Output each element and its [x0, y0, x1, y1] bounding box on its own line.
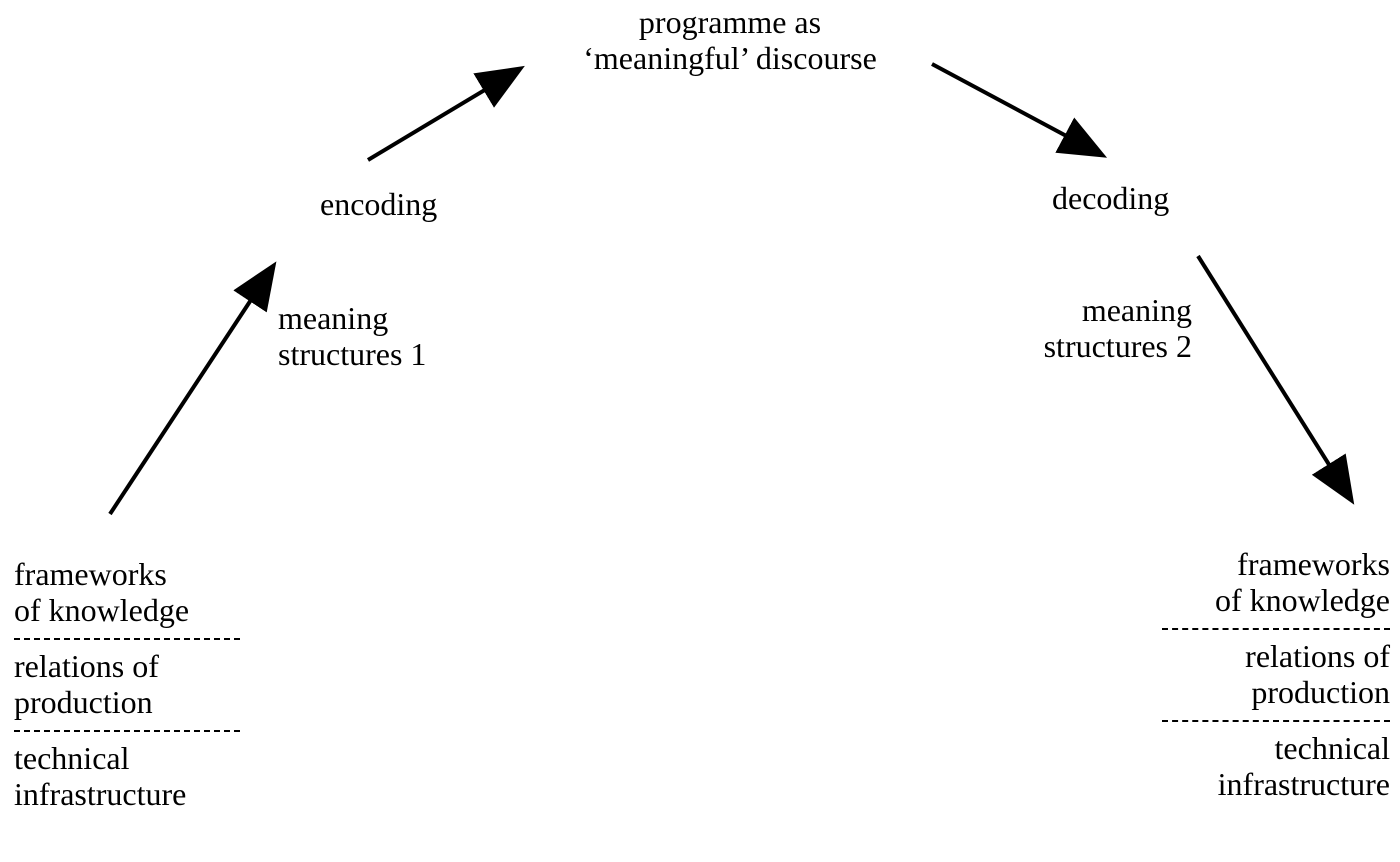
left-technical-line-1: technical	[14, 740, 130, 776]
left-divider-2	[14, 730, 240, 732]
encoding-label: encoding	[320, 186, 438, 222]
left-divider-1	[14, 638, 240, 640]
meaning-structures-2-line-1: meaning	[1081, 292, 1192, 328]
right-divider-2	[1162, 720, 1390, 722]
programme-line-2: ‘meaningful’ discourse	[583, 40, 877, 76]
left-relations-line-1: relations of	[14, 648, 159, 684]
meaning-structures-1-line-2: structures 1	[278, 336, 427, 372]
meaning-structures-2-line-2: structures 2	[1043, 328, 1192, 364]
left-structure-stack: frameworks of knowledge relations of pro…	[14, 556, 240, 812]
right-technical-line-1: technical	[1274, 730, 1390, 766]
left-relations-block: relations of production	[14, 648, 240, 720]
right-relations-line-1: relations of	[1245, 638, 1390, 674]
arrow-decoding-to-infrastructure	[1196, 254, 1355, 505]
programme-discourse-label: programme as ‘meaningful’ discourse	[520, 4, 940, 76]
right-technical-block: technical infrastructure	[1162, 730, 1390, 802]
left-frameworks-block: frameworks of knowledge	[14, 556, 240, 628]
right-divider-1	[1162, 628, 1390, 630]
right-relations-block: relations of production	[1162, 638, 1390, 710]
meaning-structures-1-line-1: meaning	[278, 300, 389, 336]
left-technical-line-2: infrastructure	[14, 776, 187, 812]
left-technical-block: technical infrastructure	[14, 740, 240, 812]
left-relations-line-2: production	[14, 684, 153, 720]
left-frameworks-line-1: frameworks	[14, 556, 167, 592]
meaning-structures-2-label: meaning structures 2	[962, 292, 1192, 364]
meaning-structures-1-label: meaning structures 1	[278, 300, 426, 372]
left-frameworks-line-2: of knowledge	[14, 592, 190, 628]
decoding-label: decoding	[1052, 180, 1170, 216]
arrow-infrastructure-to-encoding	[108, 261, 277, 516]
right-frameworks-line-2: of knowledge	[1214, 582, 1390, 618]
programme-line-1: programme as	[638, 4, 822, 40]
arrow-encoding-to-programme	[366, 65, 525, 162]
right-structure-stack: frameworks of knowledge relations of pro…	[1162, 546, 1390, 802]
right-relations-line-2: production	[1251, 674, 1390, 710]
arrow-programme-to-decoding	[931, 62, 1108, 158]
right-frameworks-line-1: frameworks	[1237, 546, 1390, 582]
right-technical-line-2: infrastructure	[1217, 766, 1390, 802]
right-frameworks-block: frameworks of knowledge	[1162, 546, 1390, 618]
